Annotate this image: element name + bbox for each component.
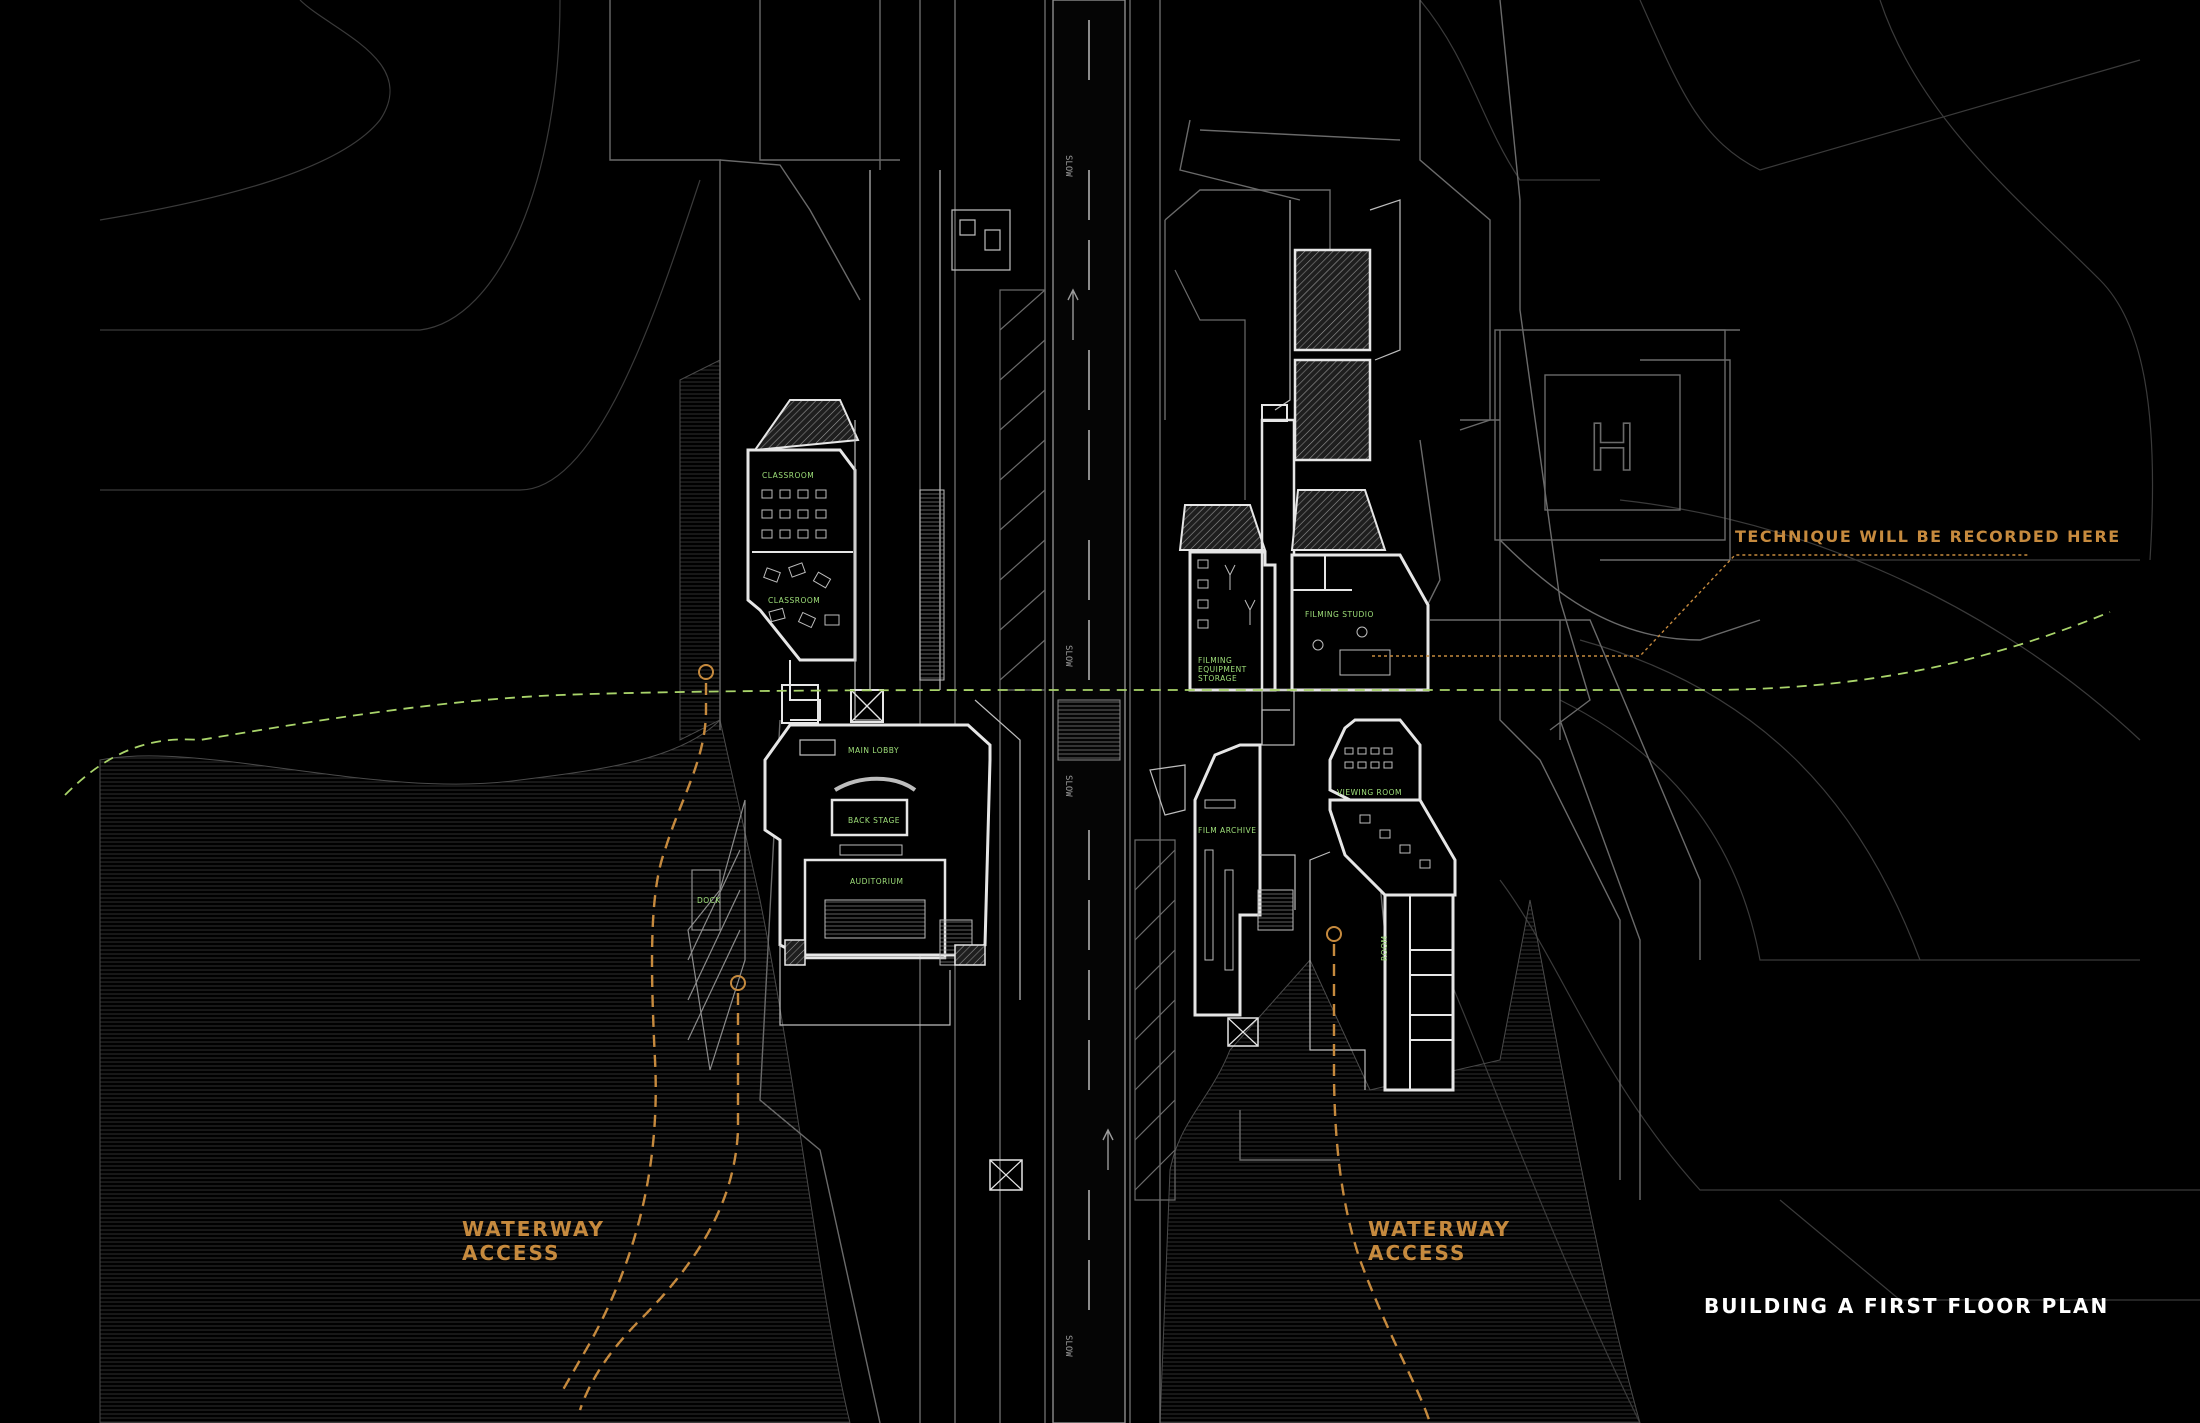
waterway-marker-3 bbox=[1326, 926, 1342, 942]
site-outlines bbox=[609, 0, 1761, 1423]
room-label-filming-1: FILMING bbox=[1198, 656, 1232, 665]
filming-studio-hatch bbox=[1290, 489, 1387, 551]
room-label-auditorium: AUDITORIUM bbox=[850, 877, 903, 886]
road-marking-slow-1: SLOW bbox=[1063, 155, 1073, 177]
tower-hatch-2 bbox=[1293, 358, 1372, 462]
room-label-office: ROOM bbox=[1380, 936, 1389, 962]
room-label-film-archive: FILM ARCHIVE bbox=[1198, 826, 1257, 835]
main-lobby-outline bbox=[763, 723, 992, 957]
classroom-block-outline bbox=[746, 448, 857, 662]
classroom-hatch bbox=[752, 399, 860, 452]
room-label-main-lobby: MAIN LOBBY bbox=[848, 746, 899, 755]
office-wing-outline bbox=[1328, 798, 1457, 897]
tower-hatch-1 bbox=[1293, 248, 1372, 352]
left-water-strip bbox=[679, 359, 721, 741]
left-service-rooms bbox=[951, 209, 1011, 271]
title-building: BUILDING A bbox=[1704, 1294, 1855, 1318]
auditorium-seating bbox=[824, 899, 926, 939]
right-building: FILMING EQUIPMENT STORAGE FILMING STUDIO… bbox=[1149, 189, 1457, 1092]
green-dashed-path bbox=[64, 611, 2111, 796]
helipad: H bbox=[1494, 329, 1726, 541]
room-label-viewing-room: VIEWING ROOM bbox=[1337, 788, 1402, 797]
left-water bbox=[99, 719, 851, 1423]
crosswalk bbox=[1057, 699, 1121, 761]
filming-studio-outline bbox=[1290, 553, 1430, 692]
main-road: SLOW SLOW SLOW SLOW bbox=[1052, 0, 1126, 1423]
dock-area bbox=[687, 799, 746, 1071]
parking-stalls bbox=[999, 289, 1176, 1201]
road-marking-slow-2: SLOW bbox=[1063, 645, 1073, 667]
waterway-right-line1: WATERWAY bbox=[1368, 1217, 1511, 1241]
right-water bbox=[1159, 899, 1641, 1423]
reception-desk bbox=[833, 776, 917, 792]
filming-storage-hatch bbox=[1178, 504, 1267, 551]
classroom-desks bbox=[761, 489, 840, 629]
annotation-leader bbox=[1372, 554, 2030, 657]
room-label-back-stage: BACK STAGE bbox=[848, 816, 900, 825]
room-label-classroom-2: CLASSROOM bbox=[768, 596, 820, 605]
title-plan: FIRST FLOOR PLAN bbox=[1864, 1294, 2109, 1318]
room-label-filming-studio: FILMING STUDIO bbox=[1305, 610, 1374, 619]
road-arrow-2 bbox=[1102, 1128, 1114, 1170]
topography-contours bbox=[99, 0, 2200, 1423]
road-marking-slow-3: SLOW bbox=[1063, 775, 1073, 797]
room-label-classroom-1: CLASSROOM bbox=[762, 471, 814, 480]
waterway-marker-1 bbox=[698, 664, 714, 680]
waterway-right-line2: ACCESS bbox=[1368, 1241, 1466, 1265]
road-marking-slow-4: SLOW bbox=[1063, 1335, 1073, 1357]
waterway-marker-2 bbox=[730, 975, 746, 991]
road-arrow-1 bbox=[1067, 288, 1079, 340]
water-bodies bbox=[99, 359, 1641, 1423]
room-label-filming-2: EQUIPMENT bbox=[1198, 665, 1247, 674]
room-label-filming-3: STORAGE bbox=[1198, 674, 1237, 683]
waterway-left-line2: ACCESS bbox=[462, 1241, 560, 1265]
annotation-note: TECHNIQUE WILL BE RECORDED HERE bbox=[1735, 527, 2121, 546]
waterway-paths bbox=[558, 683, 1432, 1423]
helipad-letter: H bbox=[1588, 412, 1636, 486]
room-label-dock: DOCK bbox=[697, 896, 721, 905]
office-block bbox=[1383, 893, 1455, 1092]
waterway-left-line1: WATERWAY bbox=[462, 1217, 605, 1241]
